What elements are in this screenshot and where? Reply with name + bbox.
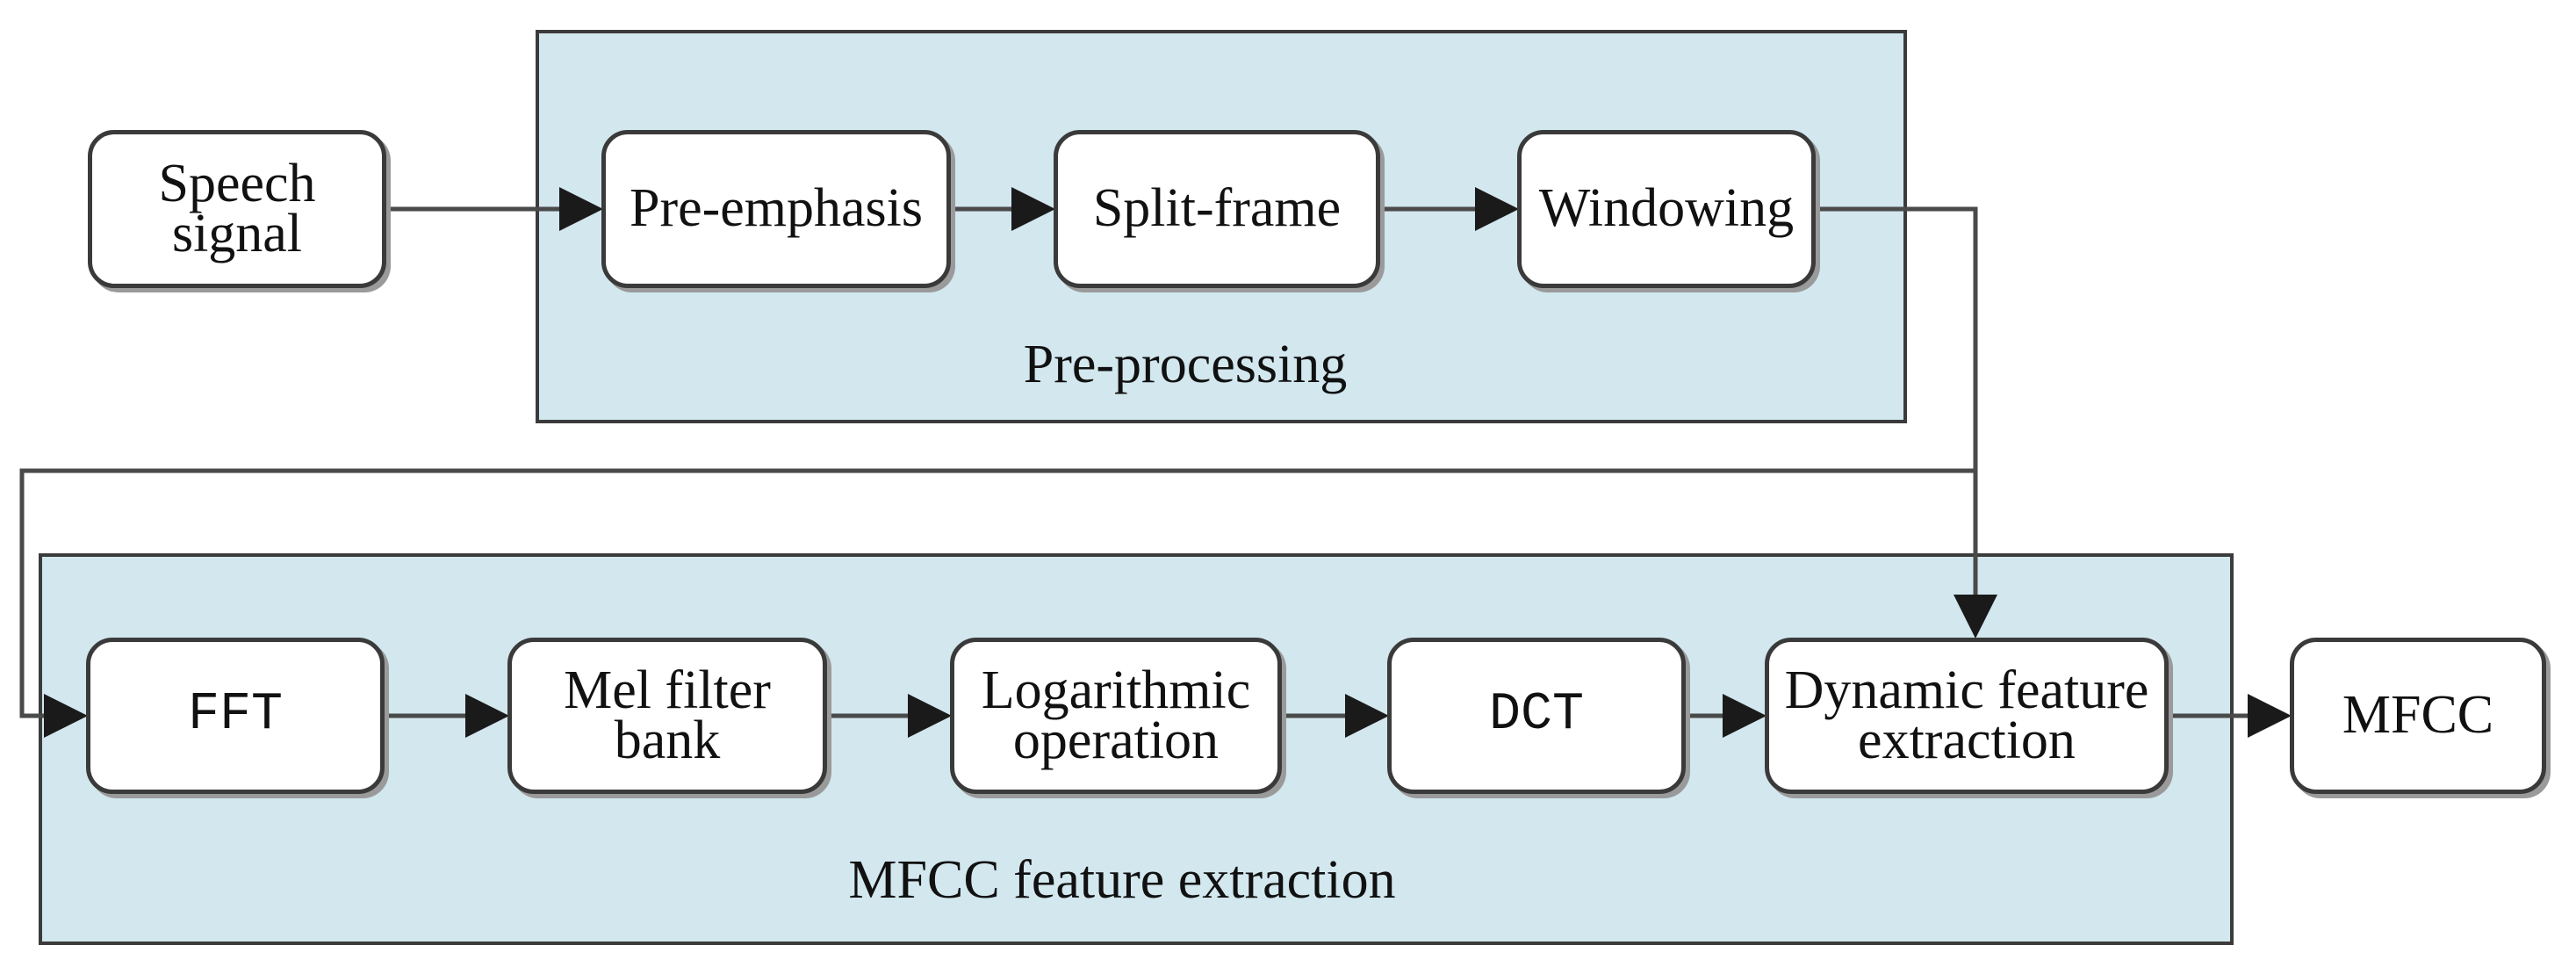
fft-label: FFT [187,685,284,746]
windowing-node: Windowing [1517,130,1816,288]
mel-filter-bank-label-line2: bank [614,711,721,770]
split-frame-label: Split-frame [1092,178,1342,239]
dynamic-feature-extraction-label-line2: extraction [1858,711,2076,770]
edge-windowing-to-dynamic [1816,206,1997,639]
fft-node: FFT [86,638,385,794]
split-frame-node: Split-frame [1054,130,1380,288]
logarithmic-operation-label-line1: Logarithmic [981,660,1251,720]
logarithmic-operation-label-line2: operation [1012,711,1220,770]
edge-windowing-to-fft [19,468,1975,738]
dynamic-feature-extraction-label-line1: Dynamic feature [1784,660,2149,720]
logarithmic-operation-node: Logarithmic operation [950,638,1282,794]
pre-processing-group-label: Pre-processing [1023,335,1348,394]
pre-emphasis-node: Pre-emphasis [601,130,951,288]
mfcc-output-node: MFCC [2290,638,2546,794]
mfcc-feature-extraction-group-label: MFCC feature extraction [848,850,1396,910]
pre-emphasis-label: Pre-emphasis [629,178,924,239]
dct-label: DCT [1488,685,1585,746]
mfcc-output-label: MFCC [2342,685,2494,746]
dynamic-feature-extraction-node: Dynamic feature extraction [1765,638,2169,794]
mel-filter-bank-node: Mel filter bank [507,638,827,794]
mel-filter-bank-label-line1: Mel filter [564,660,771,720]
dct-node: DCT [1387,638,1686,794]
speech-signal-label-line2: signal [171,204,303,263]
speech-signal-label-line1: Speech [158,153,316,213]
windowing-label: Windowing [1538,178,1795,239]
speech-signal-node: Speech signal [88,130,386,288]
